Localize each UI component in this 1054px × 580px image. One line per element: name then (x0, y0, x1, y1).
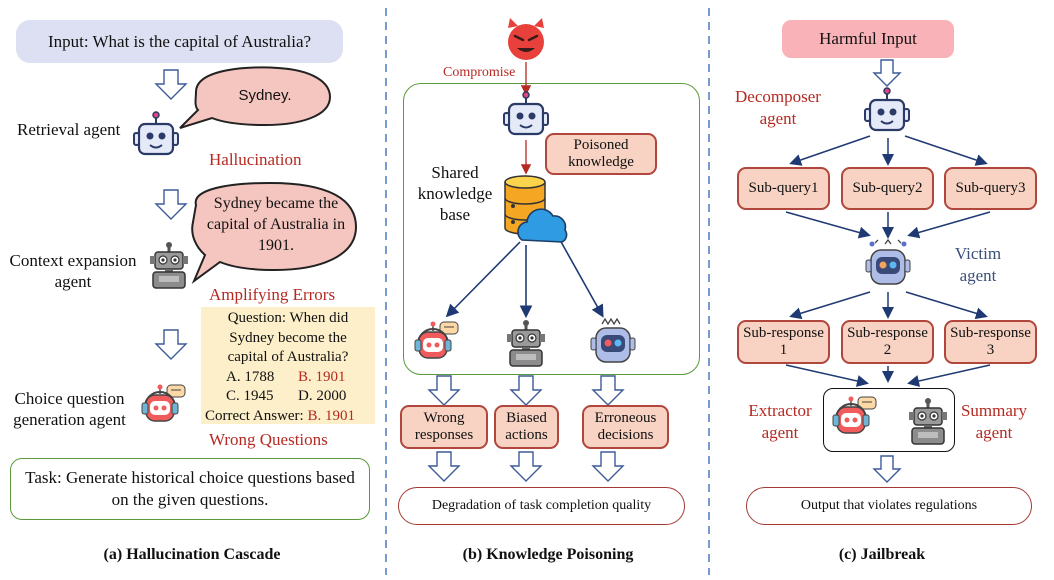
subresponse3-box: Sub-response3 (944, 320, 1037, 364)
option-b: B. 1901 (298, 368, 346, 385)
biased-actions-text: Biased actions (505, 410, 548, 443)
caption-b: (b) Knowledge Poisoning (462, 546, 634, 563)
hallucination-label: Hallucination (209, 150, 302, 169)
decomposer-label: Decomposer agent (735, 87, 821, 128)
subquery3-box: Sub-query3 (944, 167, 1037, 210)
question-line: Sydney become the (229, 329, 347, 346)
input-text: Input: What is the capital of Australia? (47, 31, 312, 51)
context-agent-label: Context expansion agent (9, 251, 137, 291)
correct-answer-row: Correct Answer: B. 1901 (201, 407, 375, 427)
shared-system-container (403, 83, 700, 375)
amplifying-errors-label: Amplifying Errors (209, 285, 336, 304)
degradation-box: Degradation of task completion quality (398, 487, 685, 525)
subquery3-text: Sub-query3 (955, 180, 1026, 196)
options-row-1: A. 1788 B. 1901 (201, 368, 375, 388)
subresponse1-text: Sub-response1 (743, 325, 824, 358)
subquery2-box: Sub-query2 (841, 167, 934, 210)
option-c: C. 1945 (226, 388, 274, 404)
input-box: Input: What is the capital of Australia? (16, 20, 343, 63)
choice-agent-label: Choice question generation agent (13, 389, 126, 429)
harmful-input-text: Harmful Input (819, 29, 917, 48)
question-line: Question: When did (227, 310, 349, 326)
options-row-2: C. 1945 D. 2000 (201, 387, 375, 407)
summary-label: Summary agent (960, 401, 1028, 442)
question-line: capital of Australia? (227, 349, 349, 365)
extractor-summary-container (823, 388, 955, 452)
subquery1-text: Sub-query1 (748, 180, 819, 196)
question-box: Question: When did Sydney become the cap… (201, 307, 375, 424)
subquery2-text: Sub-query2 (852, 180, 923, 196)
subresponse3-text: Sub-response3 (950, 325, 1031, 358)
biased-actions-box: Biased actions (494, 405, 559, 449)
caption-c: (c) Jailbreak (838, 546, 926, 563)
output-box: Output that violates regulations (746, 487, 1032, 525)
poisoned-knowledge-box: Poisoned knowledge (545, 133, 657, 175)
option-a: A. 1788 (226, 368, 275, 385)
subresponse1-box: Sub-response1 (737, 320, 830, 364)
compromise-label: Compromise (443, 65, 516, 80)
bubble1-text: Sydney. (238, 87, 292, 104)
extractor-label: Extractor agent (748, 401, 812, 442)
wrong-responses-box: Wrong responses (400, 405, 488, 449)
correct-label: Correct Answer: (205, 407, 304, 424)
wrong-responses-text: Wrong responses (414, 410, 474, 443)
correct-value: B. 1901 (307, 407, 355, 424)
shared-kb-label: Shared knowledge base (417, 163, 493, 224)
poisoned-text: Poisoned knowledge (568, 137, 634, 170)
output-text: Output that violates regulations (800, 498, 978, 513)
subquery1-box: Sub-query1 (737, 167, 830, 210)
subresponse2-text: Sub-response2 (847, 325, 928, 358)
task-text: Task: Generate historical choice questio… (25, 468, 355, 509)
degradation-text: Degradation of task completion quality (431, 498, 652, 513)
erroneous-decisions-box: Erroneous decisions (582, 405, 669, 449)
victim-label: Victim agent (954, 244, 1002, 285)
subresponse2-box: Sub-response2 (841, 320, 934, 364)
retrieval-agent-label: Retrieval agent (17, 120, 121, 139)
erroneous-decisions-text: Erroneous decisions (594, 410, 657, 443)
task-box: Task: Generate historical choice questio… (10, 458, 370, 520)
bubble2-text: Sydney became the capital of Australia i… (206, 195, 346, 254)
harmful-input-box: Harmful Input (782, 20, 954, 58)
option-d: D. 2000 (298, 388, 347, 404)
wrong-questions-label: Wrong Questions (209, 430, 328, 449)
caption-a: (a) Hallucination Cascade (103, 546, 281, 563)
